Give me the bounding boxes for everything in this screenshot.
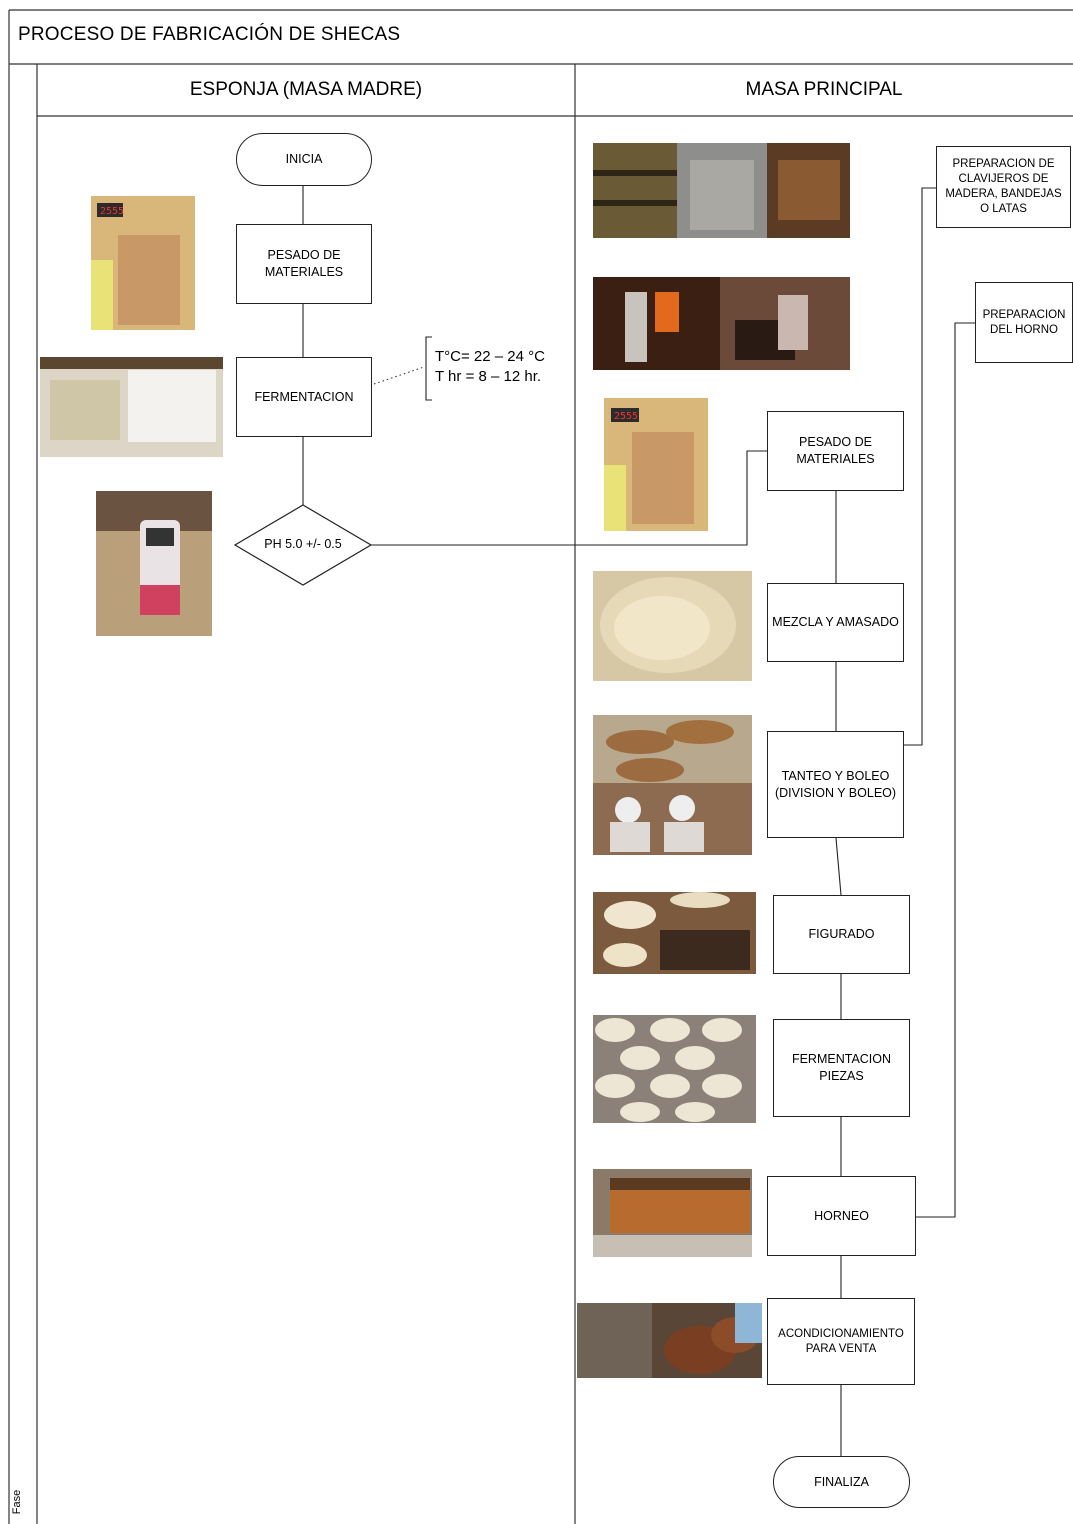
phase-label: Fase [11,1489,23,1515]
lane-header-sponge: ESPONJA (MASA MADRE) [189,79,423,100]
end-terminal: FINALIZA [773,1456,910,1508]
ph-meter-photo [96,491,212,636]
dough-balls-photo [593,715,752,855]
dividing-balling-step: TANTEO Y BOLEO (DIVISION Y BOLEO) [767,731,904,838]
tray-preparation-step: PREPARACION DE CLAVIJEROS DE MADERA, BAN… [936,146,1071,228]
shaping-step: FIGURADO [773,895,910,974]
photo-layer: 2555 2555 [40,143,850,1378]
oven-preparation-step: PREPARACION DEL HORNO [975,282,1073,363]
sponge-fermentation-step: FERMENTACION [236,357,372,437]
shaping-bread-photo [593,892,756,974]
start-terminal: INICIA [236,133,372,186]
svg-text:2555: 2555 [100,206,124,217]
sponge-weighing-step: PESADO DE MATERIALES [236,224,372,304]
main-weighing-step: PESADO DE MATERIALES [767,411,904,491]
flour-bag-on-scale-photo-2 [604,398,708,531]
piece-fermentation-step: FERMENTACION PIEZAS [773,1019,910,1117]
connector-lines [302,186,975,1456]
ph-check-label: PH 5.0 +/- 0.5 [264,537,342,551]
ph-decision-diamond [233,504,373,586]
flour-bag-on-scale-photo [91,196,195,330]
proofing-pieces-photo [593,1015,756,1123]
mixing-bowl-photo [593,571,752,681]
sponge-dough-tray-photo [40,357,223,457]
bread-oven-photo [593,277,850,370]
annotation-leader [373,366,425,385]
packaging-step: ACONDICIONAMIENTO PARA VENTA [767,1298,915,1385]
diagram-title: PROCESO DE FABRICACIÓN DE SHECAS [18,24,401,45]
wooden-trays-photo [593,143,850,238]
swimlane-frame [8,9,1073,1524]
baking-step: HORNEO [767,1176,916,1256]
fermentation-temperature-note: T°C= 22 – 24 °C [435,348,545,365]
mixing-kneading-step: MEZCLA Y AMASADO [767,583,904,662]
svg-text:2555: 2555 [614,411,638,422]
lane-header-main-dough: MASA PRINCIPAL [745,79,903,100]
finished-bread-photo [577,1303,762,1378]
baking-in-oven-photo [593,1169,752,1257]
fermentation-time-note: T hr = 8 – 12 hr. [435,368,542,385]
